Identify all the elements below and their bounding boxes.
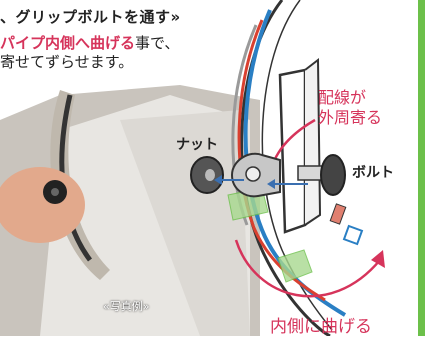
washer-hole xyxy=(245,166,261,182)
description: パイプ内側へ曲げる事で、 寄せてずらせます。 xyxy=(0,34,179,72)
arrow-to-nut-head xyxy=(214,175,222,185)
connector-blue xyxy=(342,224,364,246)
side-accent-bar xyxy=(418,0,425,336)
bolt-label: ボルト xyxy=(352,165,394,181)
wire-label-line-1: 配線が xyxy=(318,88,367,107)
arrow-to-washer-head xyxy=(267,179,275,189)
wire-label: 配線が 外周寄る xyxy=(318,88,382,128)
description-line-2: 寄せてずらせます。 xyxy=(0,53,134,71)
bend-inward-label: 内側に曲げる xyxy=(270,317,372,337)
description-line-1-rest: 事で、 xyxy=(135,34,180,52)
nut-hole xyxy=(205,169,215,181)
photo-example-label: «写真例» xyxy=(103,300,150,313)
pipe-inner-line xyxy=(261,0,333,331)
cable-tie-bottom xyxy=(277,249,313,283)
photo-nut-hole xyxy=(51,188,59,196)
arrow-bend-inward-head xyxy=(371,250,385,268)
section-title: 、グリップボルトを通す» xyxy=(0,8,181,26)
bracket-plate-back xyxy=(304,57,322,226)
description-highlight: パイプ内側へ曲げる xyxy=(0,34,136,52)
wire-label-line-2: 外周寄る xyxy=(318,108,383,127)
arrow-bend-inward xyxy=(234,239,381,298)
connector-red xyxy=(329,203,347,225)
grip-diagram xyxy=(190,0,385,336)
nut-label: ナット xyxy=(176,137,218,153)
description-line-1: パイプ内側へ曲げる事で、 xyxy=(0,34,179,53)
bracket-plate xyxy=(278,68,307,234)
bolt-head xyxy=(320,154,346,196)
